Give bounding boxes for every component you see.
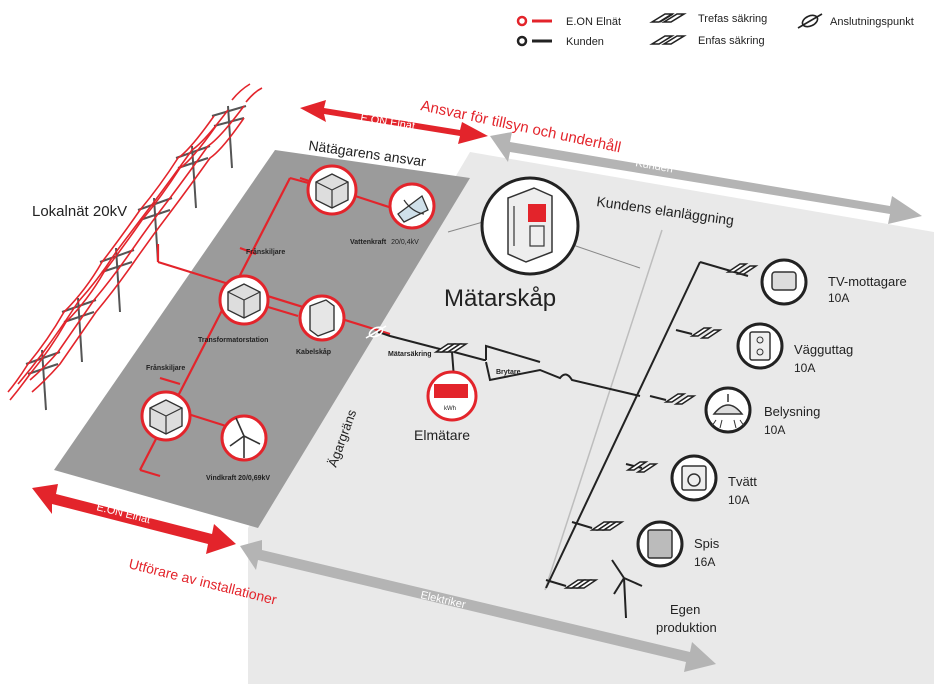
load-name: Belysning xyxy=(764,404,820,419)
hydropower-name: Vattenkraft xyxy=(350,239,387,246)
load-laundry: Tvätt 10A xyxy=(625,454,757,507)
meter-fuse-icon xyxy=(433,343,469,353)
legend-customer-label: Kunden xyxy=(566,36,604,48)
transformer-station-label: Transformatorstation xyxy=(198,337,268,344)
load-stove: Spis 16A xyxy=(589,520,720,569)
wind-turbine-icon xyxy=(220,414,268,462)
load-name: TV-mottagare xyxy=(828,274,907,289)
cable-cabinet-icon xyxy=(298,294,346,342)
transformer-icon-bottom xyxy=(140,390,192,442)
top-eon-arrow-label: E.ON Elnät xyxy=(360,112,416,132)
washing-machine-icon xyxy=(681,465,707,491)
transformer-icon-top xyxy=(306,164,358,216)
local-net-label: Lokalnät 20kV xyxy=(32,203,127,220)
cable-cabinet-label: Kabelskåp xyxy=(296,348,331,356)
single-phase-fuse-icon xyxy=(625,461,659,473)
stove-icon xyxy=(647,529,673,559)
power-lines xyxy=(7,83,263,401)
hydropower-icon xyxy=(388,182,436,230)
load-tv: TV-mottagare 10A xyxy=(725,258,907,306)
load-amp: 10A xyxy=(764,423,785,437)
customer-legend-circle-icon xyxy=(516,35,528,47)
load-lighting: Belysning 10A xyxy=(663,386,820,437)
single-phase-fuse-icon xyxy=(725,263,759,275)
load-name: Spis xyxy=(694,536,720,551)
load-amp: 10A xyxy=(794,361,815,375)
hydropower-voltage: 20/0,4kV xyxy=(391,239,419,246)
load-name: Vägguttag xyxy=(794,342,853,357)
own-production-line1: Egen xyxy=(670,602,700,617)
meter-fuse-label: Mätarsäkring xyxy=(388,351,432,358)
load-amp: 16A xyxy=(694,555,715,569)
load-amp: 10A xyxy=(828,291,849,305)
three-phase-fuse-icon xyxy=(649,13,687,23)
own-production: Egen produktion xyxy=(563,559,717,635)
single-phase-fuse-icon xyxy=(649,35,687,45)
connection-point-marker-icon xyxy=(365,325,387,339)
bottom-eon-arrow-label: E.ON Elnät xyxy=(95,501,151,526)
three-phase-fuse-icon xyxy=(563,579,599,589)
three-phase-fuse-icon xyxy=(589,521,625,531)
electricity-meter-label: Elmätare xyxy=(414,427,470,443)
single-phase-fuse-icon xyxy=(663,393,697,405)
meter-cabinet-icon xyxy=(447,176,641,276)
single-phase-fuse-icon xyxy=(689,327,723,339)
load-name: Tvätt xyxy=(728,474,757,489)
legend-connection-point-label: Anslutningspunkt xyxy=(830,16,914,28)
legend: E.ON Elnät Kunden Trefas säkring Enfas s… xyxy=(516,13,914,48)
wall-socket-icon xyxy=(749,331,771,361)
legend-three-phase-label: Trefas säkring xyxy=(698,13,767,25)
switch-label: Brytare xyxy=(496,369,521,376)
tower xyxy=(211,105,247,169)
tower xyxy=(137,197,173,263)
lamp-icon xyxy=(712,394,744,415)
top-customer-arrow: Kunden xyxy=(490,132,922,224)
electricity-meter-unit: kWh xyxy=(444,406,456,412)
electricity-meter-icon: kWh xyxy=(426,370,478,422)
legend-single-phase-label: Enfas säkring xyxy=(698,35,765,47)
disconnector-label-2: Frånskiljare xyxy=(146,364,185,372)
load-wall-socket: Vägguttag 10A xyxy=(689,322,853,375)
tv-icon xyxy=(771,271,797,291)
windpower-label: Vindkraft 20/0,69kV xyxy=(206,475,270,482)
disconnector-label-1: Frånskiljare xyxy=(246,248,285,256)
meter-cabinet-label: Mätarskåp xyxy=(444,285,556,312)
wind-turbine-icon xyxy=(611,559,643,619)
legend-eon-label: E.ON Elnät xyxy=(566,16,621,28)
zone-divider-line xyxy=(544,229,663,591)
eon-legend-circle-icon xyxy=(516,15,528,27)
own-production-line2: produktion xyxy=(656,620,717,635)
transformer-station-icon xyxy=(218,274,270,326)
load-amp: 10A xyxy=(728,493,749,507)
hydropower-label: Vattenkraft 20/0,4kV xyxy=(350,239,419,246)
connection-point-icon xyxy=(797,13,823,29)
